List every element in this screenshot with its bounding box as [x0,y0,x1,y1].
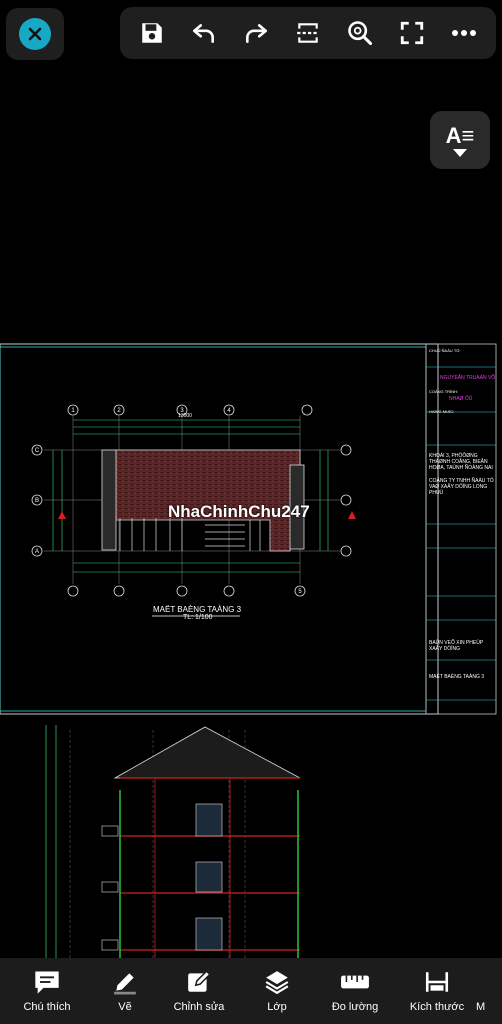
tb-stage: BAÛN VEÕ XIN PHEÙP XAÂY DÖÏNG [429,640,484,652]
text-style-button[interactable]: A≡ [430,111,490,169]
sheet-inner-frame [0,346,427,712]
scan-button[interactable] [288,13,328,53]
nav-dimension[interactable]: Kích thước [398,958,476,1024]
elevation-walls [119,790,299,958]
redo-button[interactable] [236,13,276,53]
grid-label-a: A [35,549,39,555]
nav-draw-label: Vẽ [118,1001,132,1013]
grid-label-5-bottom: 5 [298,589,302,595]
save-icon [142,23,162,43]
close-icon [19,18,51,50]
tb-sheet-name: MAËT BAÈNG TAÀNG 3 [429,674,485,680]
grid-label-b: B [35,498,39,504]
tb-location-label: HAÏNG MUÏC: [429,409,455,414]
dimension-icon [425,972,449,992]
redo-icon [246,24,268,43]
elevation-windows [101,803,223,951]
save-button[interactable] [132,13,172,53]
close-button[interactable] [6,8,64,60]
undo-icon [192,24,214,43]
more-button[interactable] [444,13,484,53]
nav-measure[interactable]: Đo lường [312,958,398,1024]
nav-measure-label: Đo lường [331,1001,379,1013]
tb-address: KHOÁI 3, PHÖÔØNG THAØNH COÂNG, BIEÂN HOØ… [429,453,493,471]
plan-title: MAËT BAÈNG TAÀNG 3 [153,605,242,614]
ruler-icon [341,975,369,989]
title-block [425,343,497,715]
grid-label-c: C [35,448,40,454]
edit-icon [188,970,211,992]
tb-project-name: NHAØ ÔÛ [449,396,473,402]
grid-label-1-top: 1 [71,408,75,414]
bottom-navigation: Chú thích Vẽ Chỉnh sửa Lớp Đo lường Kích… [0,958,502,1024]
cad-canvas[interactable]: 1 2 3 4 5 C B A 13000 [0,0,502,958]
wall-right [289,464,305,550]
sheet-frame [0,343,439,715]
section-marker-right [348,511,356,519]
plan-scale: TL: 1/100 [183,614,213,621]
nav-dimension-label: Kích thước [409,1001,465,1013]
nav-edit[interactable]: Chỉnh sửa [156,958,242,1024]
title-block-lines [426,366,496,701]
tb-owner-name: NGUYEÃN TRUAÀN VÕ [440,375,496,381]
undo-button[interactable] [184,13,224,53]
nav-annotation[interactable]: Chú thích [0,958,94,1024]
layers-icon [265,971,289,995]
text-style-icon: A≡ [445,123,475,148]
roof-hatch [114,449,301,552]
comment-icon [35,971,59,994]
dimension-lines [52,419,329,573]
tb-company: COÂNG TY TNHH ÑAÀU TÖ VAØ XAÂY DÖÏNG LON… [429,478,494,496]
grid-labels: 1 2 3 4 5 C B A [35,408,303,595]
dimension-total: 13000 [178,413,192,419]
fullscreen-button[interactable] [392,13,432,53]
nav-layers[interactable]: Lớp [242,958,312,1024]
chevron-down-icon [453,149,467,157]
tb-project-label: COÂNG TRÌNH: [429,389,459,394]
nav-layers-label: Lớp [267,1001,287,1013]
wall-left [101,449,117,551]
nav-more-label: M [476,1001,486,1013]
more-icon [452,30,476,36]
zoom-search-button[interactable] [340,13,380,53]
grid-label-2-top: 2 [117,408,121,414]
top-toolbar [120,7,496,59]
nav-more[interactable]: M [476,958,502,1024]
fullscreen-icon [400,21,424,45]
gable-roof [113,726,301,779]
section-marker-left [58,511,66,519]
nav-edit-label: Chỉnh sửa [173,1001,225,1013]
tb-owner-label: CHUÛ ÑAÀU TÖ: [429,348,461,353]
elevation-columns [154,778,231,958]
grid-label-3-top: 3 [180,408,184,414]
zoom-search-icon [348,21,373,46]
scan-icon [297,23,319,43]
stair-lines [119,518,261,551]
grid-bubbles [31,404,352,597]
grid-label-4-top: 4 [227,408,231,414]
watermark: NhaChinhChu247 [168,502,310,521]
pen-icon [114,973,136,995]
nav-annotation-label: Chú thích [23,1001,71,1013]
nav-draw[interactable]: Vẽ [94,958,156,1024]
